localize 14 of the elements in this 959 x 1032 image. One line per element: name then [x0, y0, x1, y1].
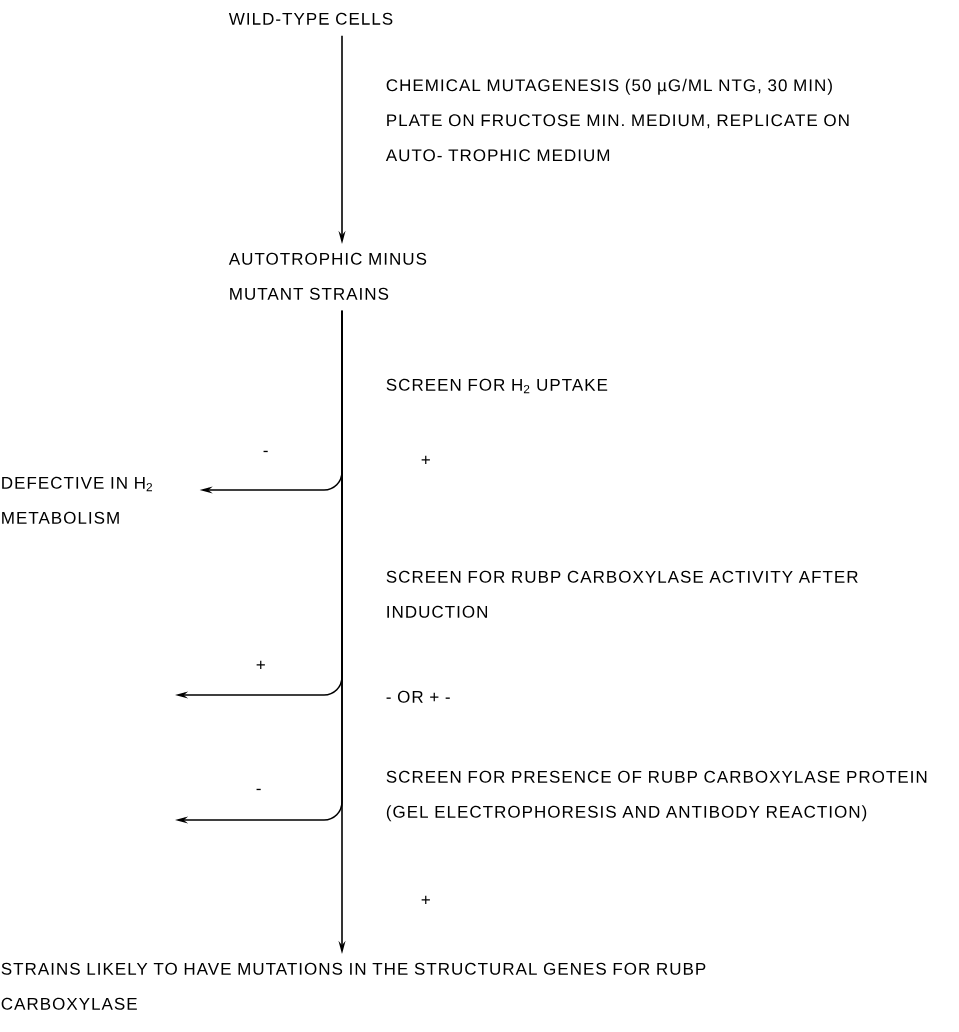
step-note: +: [421, 895, 430, 905]
edge-label: CHEMICAL MUTAGENESIS (50 µG/ML NTG, 30 MIN) PLATE ON FRUCTOSE MIN. MEDIUM, REPLICATE ON AUTO- TROPHIC MEDIUM: [385, 78, 849, 162]
step-note: SCREEN FOR H$_{2}$ UPTAKE: [386, 378, 608, 394]
step-note: SCREEN FOR RUBP CARBOXYLASE ACTIVITY AFTER INDUCTION: [386, 570, 858, 618]
edge-label: +: [256, 660, 265, 670]
step-note: - OR + -: [386, 690, 450, 703]
stage-text: AUTOTROPHIC MINUS MUTANT STRAINS: [228, 252, 427, 300]
stage-text: DEFECTIVE IN H$_{2}$ METABOLISM: [2, 476, 152, 524]
edge-label: -: [256, 788, 261, 791]
step-note: +: [421, 455, 430, 465]
edge-label: -: [263, 450, 268, 453]
step-note: SCREEN FOR PRESENCE OF RUBP CARBOXYLASE PROTEIN (GEL ELECTROPHORESIS AND ANTIBODY REACTION): [386, 770, 927, 822]
stage-text: STRAINS LIKELY TO HAVE MUTATIONS IN THE STRUCTURAL GENES FOR RUBP CARBOXYLASE: [1, 962, 706, 1010]
stage-text: WILD-TYPE CELLS: [228, 12, 393, 25]
